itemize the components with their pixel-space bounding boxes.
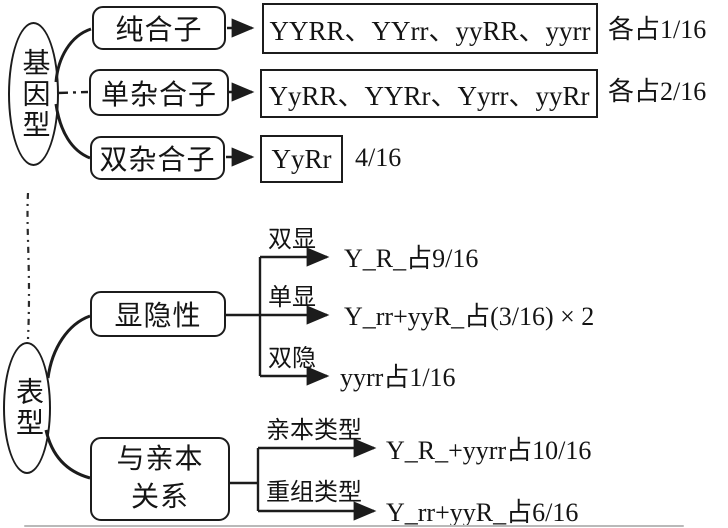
phenotype-parent-label-line2: 关系 (130, 482, 189, 513)
genotype-ratio-pure-text: 各占1/16 (608, 15, 707, 44)
phenotype-brace-lower (44, 429, 91, 480)
dominance-result-3: yyrr占1/16 (340, 363, 456, 393)
genotype-ratio-double-text: 4/16 (355, 143, 402, 172)
genotype-brace-upper (54, 27, 92, 83)
genotype-ratio-single-text: 各占2/16 (608, 77, 707, 106)
genotype-category-double: 双杂合子 (90, 136, 225, 180)
parent-result-1: Y_R_+yyrr占10/16 (386, 436, 592, 466)
phenotype-dominance-label: 显隐性 (114, 301, 202, 332)
dominance-result-3-text: yyrr占1/16 (340, 363, 456, 392)
dominance-tag-3: 双隐 (268, 346, 316, 372)
phenotype-parent-label-line1: 与亲本 (116, 444, 204, 476)
dominance-tag-2: 单显 (268, 285, 316, 311)
phenotype-parent-box: 与亲本 关系 (90, 437, 230, 521)
genotype-category-single-label: 单杂合子 (100, 79, 217, 111)
genotype-list-double-text: YyRr (271, 143, 332, 174)
genotype-brace-middle (56, 90, 89, 95)
parent-tag-1-text: 亲本类型 (266, 418, 362, 444)
phenotype-brace-upper (46, 314, 91, 379)
genotype-list-pure: YYRR、YYrr、yyRR、yyrr (262, 3, 598, 54)
genotype-ratio-double: 4/16 (355, 143, 402, 173)
scan-edge-line (24, 525, 684, 527)
genotype-category-single: 单杂合子 (89, 69, 229, 116)
genotype-list-single: YyRR、YYRr、Yyrr、yyRr (260, 69, 598, 118)
genotype-category-pure: 纯合子 (92, 6, 226, 50)
section-dotted-link (26, 192, 31, 340)
parent-tag-1: 亲本类型 (266, 418, 362, 444)
phenotype-dominance-box: 显隐性 (90, 291, 226, 337)
genotype-root-label: 基因型 (18, 47, 50, 141)
genotype-category-pure-label: 纯合子 (115, 15, 203, 46)
phenotype-root-ellipse: 表型 (3, 342, 51, 474)
genotype-list-double: YyRr (260, 135, 343, 183)
genotype-list-single-text: YyRR、YYRr、Yyrr、yyRr (268, 81, 590, 111)
dominance-tag-3-text: 双隐 (268, 346, 316, 372)
dominance-tag-1: 双显 (268, 227, 316, 253)
genotype-list-pure-text: YYRR、YYrr、yyRR、yyrr (269, 16, 591, 46)
genotype-brace-lower (54, 103, 91, 160)
phenotype-root-label: 表型 (12, 377, 43, 439)
dominance-tag-2-text: 单显 (268, 285, 316, 311)
genotype-ratio-pure: 各占1/16 (608, 15, 707, 45)
parent-result-2-text: Y_rr+yyR_占6/16 (386, 498, 579, 527)
dominance-result-1-text: Y_R_占9/16 (344, 244, 479, 273)
dominance-tag-1-text: 双显 (268, 227, 316, 253)
parent-result-1-text: Y_R_+yyrr占10/16 (386, 436, 592, 465)
parent-tag-2: 重组类型 (266, 480, 362, 506)
dominance-result-2: Y_rr+yyR_占(3/16) × 2 (344, 302, 595, 332)
genotype-category-double-label: 双杂合子 (99, 145, 216, 176)
parent-tag-2-text: 重组类型 (266, 480, 362, 506)
dominance-result-2-text: Y_rr+yyR_占(3/16) × 2 (344, 302, 595, 331)
genotype-root-ellipse: 基因型 (8, 22, 59, 166)
genotype-ratio-single: 各占2/16 (608, 77, 707, 107)
parent-result-2: Y_rr+yyR_占6/16 (386, 498, 579, 528)
dominance-result-1: Y_R_占9/16 (344, 244, 479, 274)
